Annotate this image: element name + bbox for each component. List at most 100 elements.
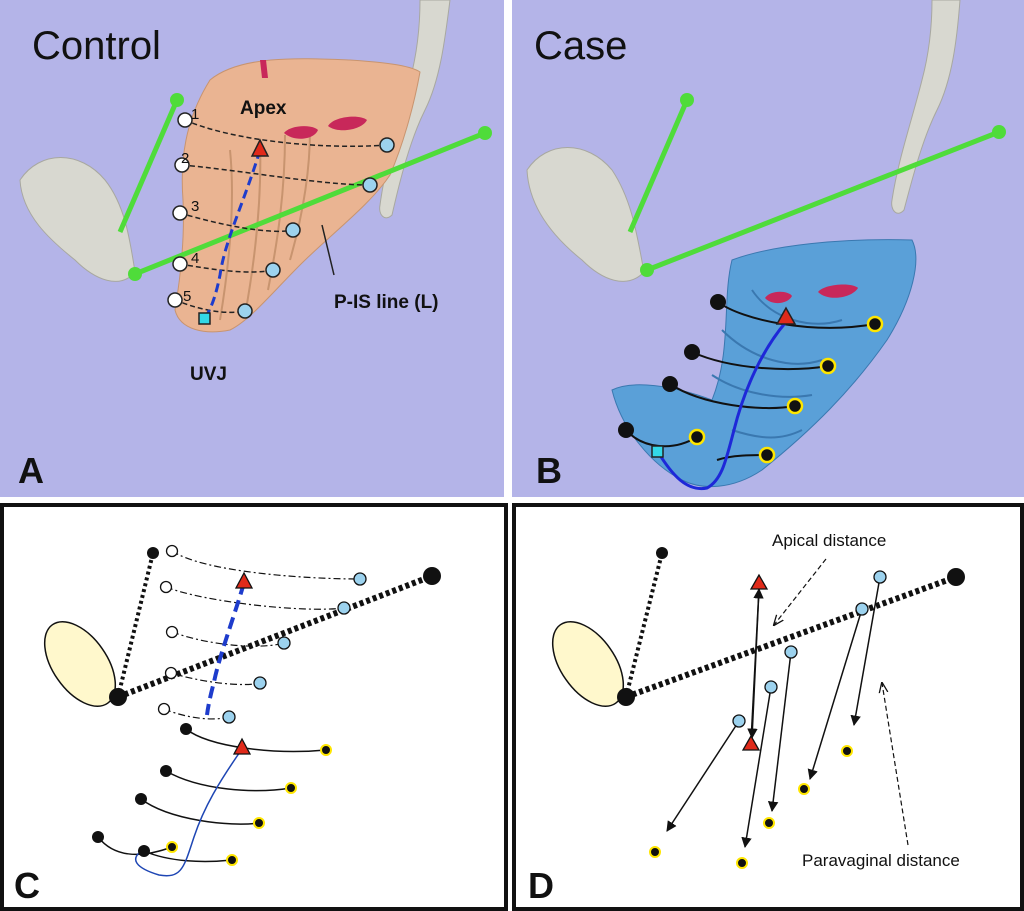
open-marker	[159, 580, 173, 594]
open-marker	[177, 112, 193, 128]
pelvic-side-marker	[237, 303, 253, 319]
magenta-structure	[818, 284, 858, 298]
vaginal-side-marker	[710, 294, 726, 310]
pelvic-side-marker	[855, 602, 869, 616]
panel-letter: C	[14, 865, 40, 906]
displacement-arrow	[741, 686, 772, 849]
level-number: 4	[191, 250, 200, 267]
open-marker	[165, 544, 179, 558]
panel-letter: D	[528, 865, 554, 906]
apex-marker	[775, 306, 797, 325]
p-is-line	[624, 574, 958, 700]
case-level-line	[140, 798, 260, 825]
displacement-arrow	[850, 576, 881, 727]
displacement-arrow	[807, 608, 863, 781]
vaginal-side-marker	[135, 793, 147, 805]
level-number: 2	[181, 150, 190, 167]
yellow-marker	[320, 744, 332, 756]
magenta-structure	[260, 60, 268, 78]
yellow-marker	[226, 854, 238, 866]
endpoint	[423, 567, 441, 585]
panel-d-schematic: Apical distance Paravaginal distance D	[512, 503, 1024, 911]
panel-title: Case	[534, 24, 628, 68]
apex-marker	[232, 737, 252, 755]
vaginal-side-marker	[618, 422, 634, 438]
green-endpoint	[992, 125, 1006, 139]
green-endpoint	[640, 263, 654, 277]
panel-a-graphic	[19, 0, 492, 333]
pelvic-side-marker	[873, 570, 887, 584]
vaginal-centerline	[656, 321, 788, 491]
case-vaginal-tissue	[611, 239, 917, 488]
level-number: 3	[191, 198, 200, 215]
pelvic-side-marker	[784, 645, 798, 659]
level-number: 5	[183, 288, 192, 305]
green-reference-line	[627, 99, 690, 233]
open-marker	[172, 205, 188, 221]
panel-letter: A	[18, 450, 44, 491]
uvj-label: UVJ	[190, 364, 227, 385]
pubic-bone-ellipse	[551, 620, 625, 708]
yellow-marker	[736, 857, 748, 869]
open-marker	[165, 625, 179, 639]
panel-a-control: Control Apex UVJ P-IS line (L) 1 2 3 4 5…	[0, 0, 504, 497]
apex-marker	[250, 138, 270, 157]
dotted-reference-line	[624, 552, 664, 698]
endpoint	[947, 568, 965, 586]
green-reference-line	[117, 99, 180, 233]
yellow-marker	[763, 817, 775, 829]
p-is-line	[116, 573, 434, 700]
yellow-marker	[649, 846, 661, 858]
pelvic-side-marker	[353, 572, 367, 586]
level-line-1	[184, 119, 388, 147]
displacement-arrow	[666, 720, 740, 832]
yellow-marker	[253, 817, 265, 829]
level-line-2	[181, 164, 371, 186]
case-centerline	[134, 748, 243, 877]
level-line-4	[179, 263, 274, 273]
uvj-marker	[651, 445, 664, 458]
level-number: 1	[191, 106, 200, 123]
green-endpoint	[478, 126, 492, 140]
pubic-bone	[19, 157, 136, 282]
pelvic-side-marker	[253, 676, 267, 690]
panel-d-graphic	[551, 547, 965, 869]
pelvic-side-marker	[362, 177, 378, 193]
apex-marker-control	[749, 573, 769, 590]
endpoint	[147, 547, 159, 559]
pelvic-side-marker	[819, 357, 837, 375]
displacement-arrow	[767, 651, 792, 813]
control-level-line	[170, 672, 261, 686]
sacrum	[891, 0, 961, 214]
pelvic-side-marker	[379, 137, 395, 153]
open-marker	[157, 702, 171, 716]
panel-c-schematic: C	[0, 503, 508, 911]
panel-title: Control	[32, 24, 161, 68]
uvj-marker	[198, 312, 211, 325]
vaginal-side-marker	[684, 344, 700, 360]
panel-b-graphic	[526, 0, 1006, 491]
p-is-line	[646, 129, 1000, 273]
apex-marker	[234, 571, 254, 589]
pelvic-side-marker	[764, 680, 778, 694]
open-marker	[167, 292, 183, 308]
endpoint	[109, 688, 127, 706]
pelvic-side-marker	[688, 428, 706, 446]
level-line-2	[691, 351, 829, 371]
apex-label: Apex	[240, 98, 287, 119]
p-is-line	[134, 130, 486, 277]
paravaginal-distance-label: Paravaginal distance	[802, 851, 960, 870]
open-marker	[172, 256, 188, 272]
p-is-line-label: P-IS line (L)	[334, 292, 439, 313]
p-is-leader	[321, 224, 335, 276]
apex-marker-case	[741, 734, 761, 751]
vaginal-side-marker	[92, 831, 104, 843]
green-endpoint	[128, 267, 142, 281]
vaginal-side-marker	[138, 845, 150, 857]
level-line-3	[179, 212, 294, 233]
panel-letter: B	[536, 450, 562, 491]
vaginal-side-marker	[662, 376, 678, 392]
pelvic-side-marker	[285, 222, 301, 238]
pelvic-side-marker	[758, 446, 776, 464]
control-level-line	[171, 631, 285, 647]
